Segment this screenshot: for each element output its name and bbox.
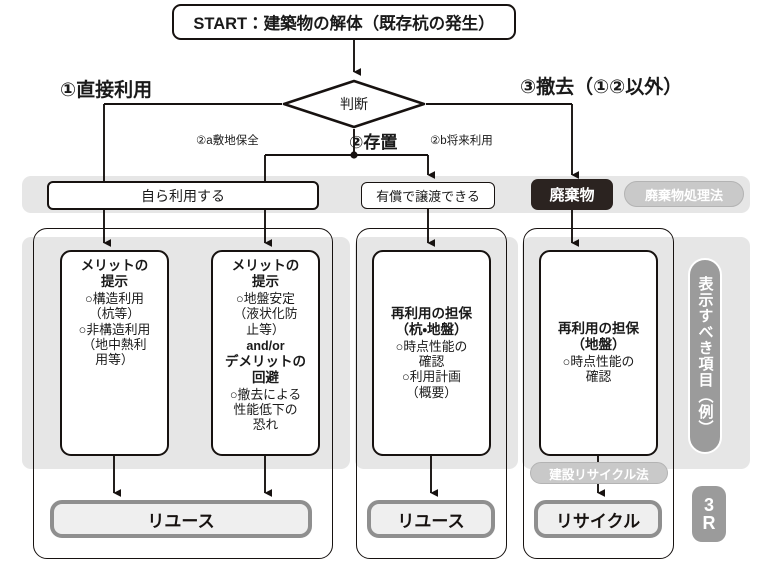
box-self-use: 自ら利用する xyxy=(47,181,319,210)
branch-label-future-use: ②b将来利用 xyxy=(430,135,493,147)
branch-label-direct-use: ①直接利用 xyxy=(60,79,153,101)
detail-box-merit-structural: メリットの 提示 ○構造利用 （杭等） ○非構造利用 （地中熱利 用等） xyxy=(60,250,169,456)
pill-waste-management-law: 廃棄物処理法 xyxy=(624,181,744,207)
detail-box-reuse-pile-ground: 再利用の担保 （杭・地盤） ○時点性能の 確認 ○利用計画 （概要） xyxy=(372,250,491,456)
box-waste: 廃棄物 xyxy=(531,179,613,210)
detail-title: メリットの 提示 xyxy=(231,258,300,289)
result-box-recycle-right: リサイクル xyxy=(534,500,662,538)
detail-box-reuse-ground: 再利用の担保 （地盤） ○時点性能の 確認 xyxy=(539,250,658,456)
column-container-removal xyxy=(523,228,674,559)
column-container-transfer xyxy=(356,228,507,559)
detail-body: ○構造利用 （杭等） ○非構造利用 （地中熱利 用等） xyxy=(78,290,151,368)
pill-construction-recycling-law: 建設リサイクル法 xyxy=(530,462,668,484)
detail-box-merit-ground: メリットの 提示 ○地盤安定 （液状化防 止等） and/or デメリットの 回… xyxy=(211,250,320,456)
decision-label: 判断 xyxy=(340,96,368,112)
branch-label-retention: ②存置 xyxy=(349,132,398,152)
badge-3r: 3 R xyxy=(692,486,726,542)
box-paid-transfer: 有償で譲渡できる xyxy=(361,182,495,209)
detail-title-secondary: デメリットの 回避 xyxy=(225,353,306,385)
detail-body-secondary: ○撤去による 性能低下の 恐れ xyxy=(229,386,302,433)
detail-title: 再利用の担保 （地盤） xyxy=(558,321,639,353)
branch-label-site-preservation: ②a敷地保全 xyxy=(196,135,259,147)
side-label-display-items: 表示すべき項目（例） xyxy=(688,258,722,454)
detail-conjunction: and/or xyxy=(246,338,285,353)
detail-title: メリットの 提示 xyxy=(80,258,149,289)
start-box: START：建築物の解体（既存杭の発生） xyxy=(172,4,516,40)
detail-title: 再利用の担保 （杭・地盤） xyxy=(391,305,472,337)
result-box-reuse-left: リユース xyxy=(50,500,312,538)
decision-diamond xyxy=(282,79,426,129)
column-container-direct-use xyxy=(33,228,333,559)
branch-label-removal: ③撤去（①②以外） xyxy=(520,76,683,98)
detail-body: ○時点性能の 確認 xyxy=(562,354,635,385)
badge-3r-line2: R xyxy=(702,513,716,533)
detail-body: ○時点性能の 確認 ○利用計画 （概要） xyxy=(395,338,468,400)
detail-body: ○地盤安定 （液状化防 止等） xyxy=(233,290,298,337)
badge-3r-line1: 3 xyxy=(703,495,714,515)
result-box-reuse-center: リユース xyxy=(367,500,495,538)
